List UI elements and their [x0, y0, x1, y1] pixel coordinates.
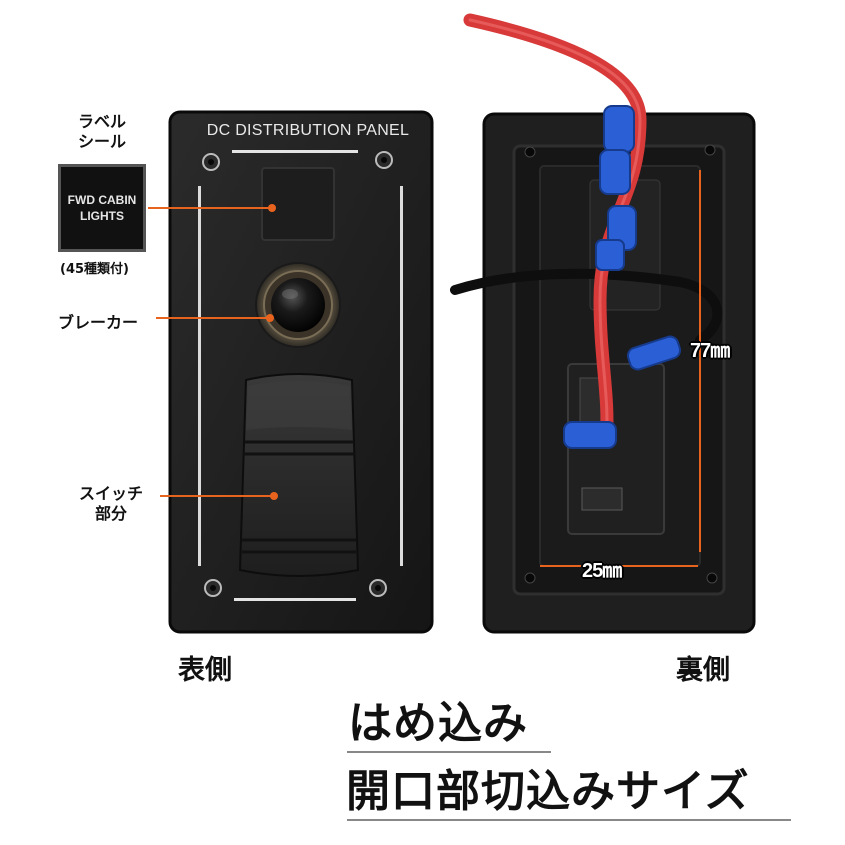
rocker-switch-icon [238, 373, 360, 577]
label-sticker-line1: FWD CABIN [67, 193, 137, 207]
callout-breaker: ブレーカー [58, 313, 139, 332]
breaker-icon [255, 262, 341, 348]
callout-lines [148, 204, 278, 500]
caption-front: 表側 [178, 655, 232, 686]
callout-switch: スイッチ 部分 [78, 484, 143, 523]
dimension-width: 25㎜ [582, 560, 622, 582]
headline-line2: 開口部切込みサイズ [346, 766, 750, 817]
callout-label-seal: ラベル シール [77, 112, 126, 151]
back-panel [450, 13, 756, 634]
panel-title: DC DISTRIBUTION PANEL [206, 122, 410, 139]
dimension-height: 77㎜ [690, 340, 730, 362]
label-sticker: FWD CABIN LIGHTS [58, 164, 146, 252]
caption-back: 裏側 [676, 655, 730, 686]
screw-hole-icon [202, 151, 393, 597]
headline-line1: はめ込み [348, 698, 528, 749]
callout-label-variants: (45種類付) [60, 262, 129, 277]
label-sticker-line2: LIGHTS [80, 209, 124, 223]
front-panel [148, 110, 434, 634]
connector-icon [563, 105, 682, 449]
